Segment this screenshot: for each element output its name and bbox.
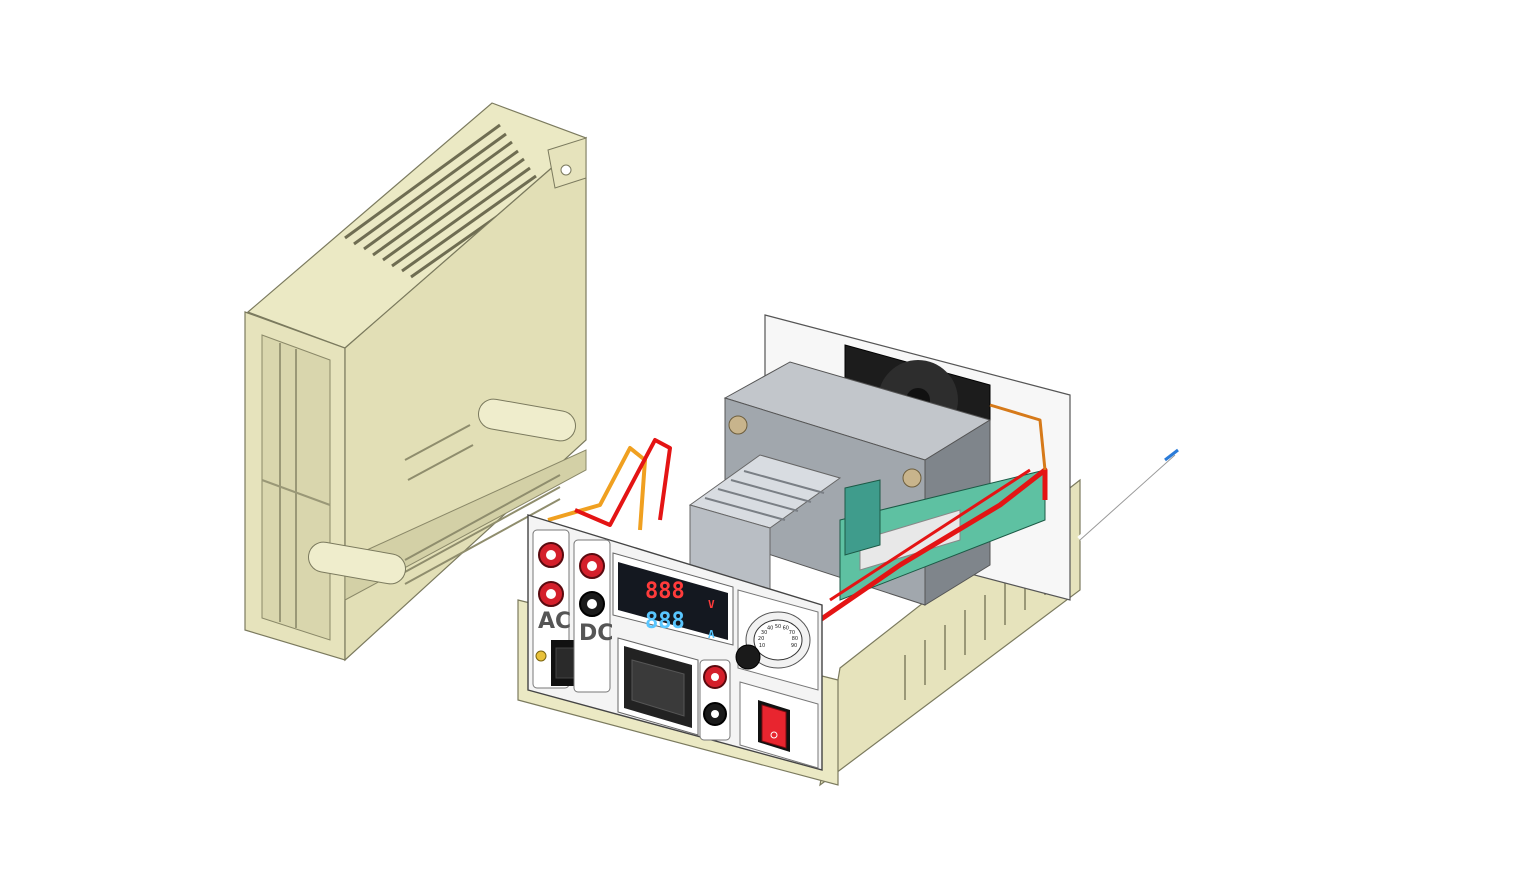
- dial-number: 10: [759, 643, 765, 649]
- dial-number: 80: [792, 636, 798, 642]
- volt-amp-meter: 888 V 888 A: [612, 552, 734, 646]
- main-rocker-switch[interactable]: [617, 637, 699, 736]
- amp-unit: A: [708, 628, 715, 641]
- dial-number: 40: [767, 626, 773, 632]
- heatsink: [688, 454, 881, 601]
- case-cover: [244, 102, 588, 662]
- cover-standoffs: [308, 398, 576, 585]
- output-jack-group: [699, 659, 731, 741]
- internal-wiring: [547, 403, 1179, 623]
- dial-number: 60: [783, 626, 789, 632]
- ac-label: AC: [538, 609, 571, 634]
- dial-number: 50: [775, 624, 781, 630]
- dial-number: 20: [758, 636, 764, 642]
- dial-number: 90: [791, 643, 797, 649]
- dc-label: DC: [579, 621, 613, 646]
- cover-inner-ribs: [404, 424, 561, 585]
- indicator-lamp: [535, 650, 547, 662]
- amp-display: 888: [645, 609, 685, 634]
- volt-display: 888: [645, 579, 685, 604]
- power-switch-icon[interactable]: [739, 681, 819, 769]
- volt-unit: V: [708, 598, 715, 611]
- knob-icon[interactable]: [735, 644, 761, 670]
- front-panel: AC DC 888 V 888 A: [527, 514, 823, 771]
- dc-jack-group: DC: [573, 539, 613, 693]
- pcb-board: [839, 469, 1046, 601]
- dial-number: 30: [761, 630, 767, 636]
- dial-number: 70: [789, 630, 795, 636]
